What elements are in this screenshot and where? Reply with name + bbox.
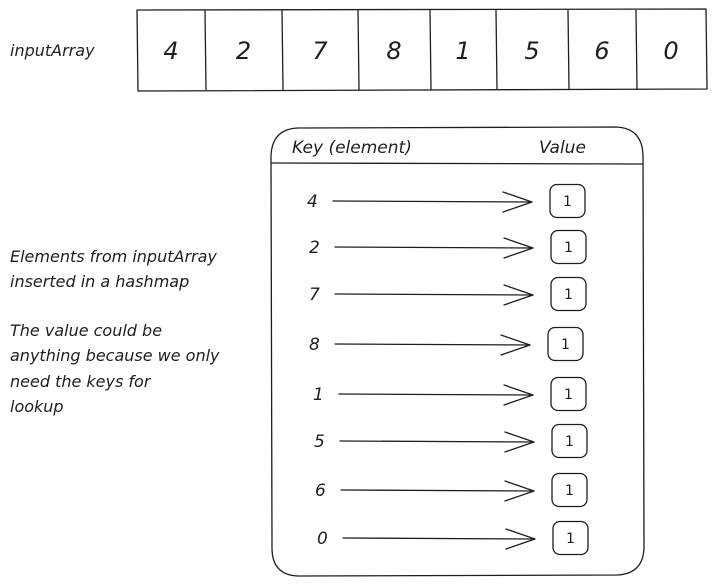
array-cell-divider	[281, 9, 284, 91]
array-cell-value: 6	[594, 37, 609, 65]
input-array-label: inputArray	[10, 41, 95, 60]
hashmap-value-box	[550, 376, 587, 412]
arrow-line	[338, 393, 534, 396]
hashmap-value: 1	[564, 387, 573, 403]
arrow-head	[502, 191, 533, 213]
hashmap-key: 4	[307, 192, 318, 212]
hashmap-header-divider	[271, 162, 644, 165]
note-line: inserted in a hashmap	[10, 272, 189, 291]
array-cell-value: 2	[236, 37, 251, 65]
hashmap-value-box	[551, 423, 588, 459]
arrow-head	[504, 431, 535, 453]
arrow-head	[500, 334, 531, 356]
array-cell-divider	[567, 9, 570, 91]
arrow-line	[342, 537, 536, 540]
array-cell-divider	[495, 9, 498, 91]
arrow-line	[332, 200, 533, 203]
array-cell-value: 7	[312, 37, 328, 65]
hashmap-value: 1	[565, 483, 574, 499]
arrow-head	[503, 237, 534, 259]
value-column-header: Value	[539, 138, 586, 158]
hashmap-value: 1	[566, 531, 575, 547]
hashmap-value: 1	[563, 194, 572, 210]
hashmap-key: 7	[309, 285, 320, 305]
hashmap-value-box	[550, 229, 587, 265]
hashmap-key: 8	[309, 335, 320, 355]
note-line: lookup	[10, 397, 64, 416]
array-cell-divider	[204, 9, 207, 91]
array-cell-value: 1	[455, 37, 470, 65]
hashmap-box	[270, 126, 645, 577]
key-column-header: Key (element)	[292, 138, 412, 158]
arrow-head	[503, 284, 534, 306]
array-cell-divider	[635, 9, 638, 91]
arrow-head	[503, 384, 534, 406]
hashmap-value: 1	[564, 287, 573, 303]
hashmap-key: 6	[315, 481, 326, 501]
arrow-line	[334, 293, 534, 296]
hashmap-value-box	[547, 326, 584, 362]
array-cell-divider	[429, 9, 432, 91]
array-cell-value: 0	[663, 37, 678, 65]
hashmap-value-box	[549, 183, 586, 219]
note-line: anything because we only	[10, 346, 220, 365]
hashmap-key: 0	[317, 529, 328, 549]
hashmap-key: 2	[309, 238, 320, 258]
array-cell-value: 8	[386, 37, 401, 65]
note-line: need the keys for	[10, 372, 152, 391]
array-cell-value: 4	[163, 37, 178, 65]
arrow-line	[340, 489, 535, 492]
arrow-head	[504, 480, 535, 502]
note-line: The value could be	[10, 321, 162, 340]
array-cell-divider	[357, 9, 360, 91]
array-cell-value: 5	[524, 37, 539, 65]
note-line: Elements from inputArray	[10, 247, 217, 266]
hashmap-value: 1	[565, 434, 574, 450]
hashmap-key: 5	[314, 432, 325, 452]
array-outline	[136, 8, 708, 92]
hashmap-value-box	[552, 520, 589, 556]
hashmap-value: 1	[564, 240, 573, 256]
arrow-line	[334, 246, 534, 249]
arrow-head	[505, 528, 536, 550]
hashmap-value-box	[550, 276, 587, 312]
arrow-line	[334, 343, 531, 346]
hashmap-value: 1	[561, 337, 570, 353]
hashmap-key: 1	[313, 385, 324, 405]
input-array: 4 2 7 8 1 5 6 0	[136, 8, 708, 92]
side-notes: Elements from inputArray inserted in a h…	[10, 247, 220, 416]
hashmap-container	[270, 126, 645, 577]
arrow-line	[339, 440, 535, 443]
hashmap-value-box	[551, 472, 588, 508]
